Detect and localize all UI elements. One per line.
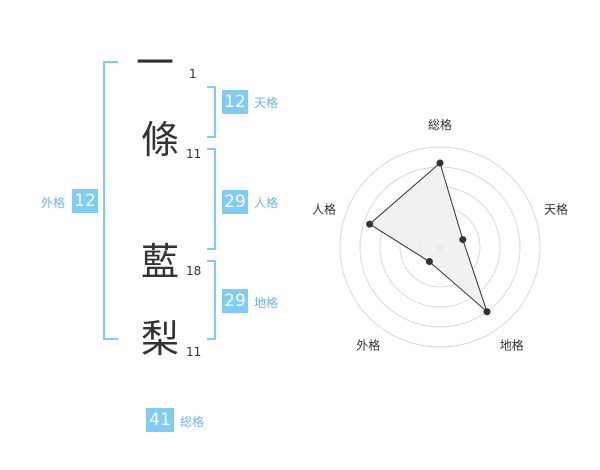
soukaku-value: 41 — [146, 408, 174, 432]
tenkaku-value: 12 — [222, 90, 248, 114]
chikaku-bracket — [207, 260, 216, 340]
tenkaku-bracket — [207, 86, 216, 138]
radar-axis-label-1: 総格 — [428, 117, 452, 132]
name-char-2: 條 — [140, 118, 179, 162]
radar-point-2 — [459, 236, 467, 244]
radar-point-5 — [366, 220, 374, 228]
radar-point-1 — [436, 159, 444, 167]
tenkaku-label: 天格 — [254, 96, 279, 110]
soukaku-label: 総格 — [180, 415, 205, 429]
name-char-4: 梨 — [140, 317, 179, 361]
radar-axis-label-5: 人格 — [312, 201, 336, 216]
radar-axis-label-4: 外格 — [356, 338, 380, 353]
name-char-1: 一 — [135, 41, 174, 85]
stroke-count-3: 18 — [186, 264, 202, 278]
radar-ring — [339, 146, 541, 348]
jinkaku-value: 29 — [222, 190, 248, 214]
chikaku-value: 29 — [222, 289, 248, 313]
jinkaku-label: 人格 — [254, 196, 279, 210]
stroke-count-4: 11 — [186, 345, 202, 359]
gaikaku-value: 12 — [72, 189, 98, 213]
name-char-3: 藍 — [140, 240, 179, 284]
gaikaku-label: 外格 — [41, 196, 66, 210]
stroke-count-1: 1 — [189, 67, 197, 81]
radar-point-4 — [425, 258, 433, 266]
stroke-count-2: 11 — [186, 147, 202, 161]
jinkaku-bracket — [207, 148, 216, 250]
radar-axis-label-3: 地格 — [500, 338, 524, 353]
radar-points — [366, 159, 491, 316]
gaikaku-bracket — [103, 61, 118, 340]
chikaku-label: 地格 — [254, 296, 279, 310]
radar-polygon — [368, 162, 489, 314]
radar-axis-label-2: 天格 — [544, 201, 568, 216]
radar-point-3 — [483, 308, 491, 316]
